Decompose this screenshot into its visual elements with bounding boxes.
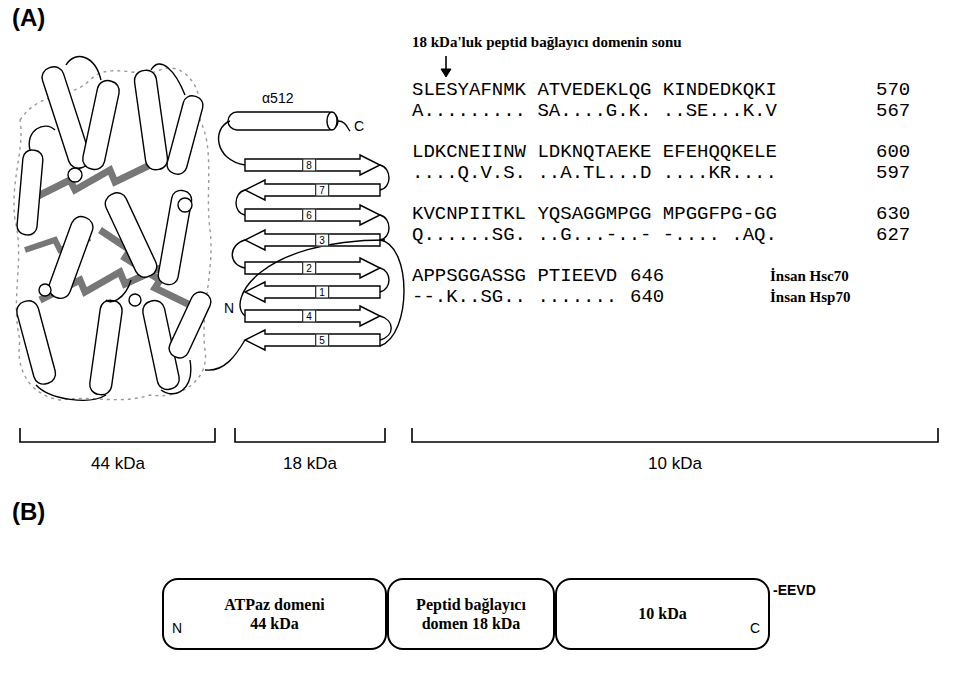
domain-box: 10 kDaC	[555, 578, 770, 650]
residue-number: 567	[876, 101, 910, 121]
atpase-domain-cartoon	[39, 284, 51, 296]
residue-number: 627	[876, 225, 910, 245]
domain-box: Peptid bağlayıcı domen 18 kDa	[387, 578, 555, 650]
atpase-domain-cartoon	[81, 79, 121, 172]
peptid-domain-cartoon	[245, 306, 380, 326]
peptid-domain-cartoon	[205, 340, 245, 370]
atpase-domain-cartoon	[157, 189, 193, 286]
peptid-domain-cartoon	[219, 121, 245, 165]
helix-label: α512	[262, 90, 293, 106]
atpase-domain-cartoon	[133, 69, 169, 171]
peptid-domain-cartoon	[205, 112, 404, 370]
sequence-row: SLESYAFNMK ATVEDEKLQG KINDEDKQKI	[412, 80, 777, 100]
domain-size: 44 kDa	[91, 454, 145, 474]
atpase-domain-cartoon	[178, 198, 192, 212]
residue-number: 600	[876, 142, 910, 162]
atpase-domain-cartoon	[88, 299, 123, 396]
peptid-domain-cartoon	[327, 112, 337, 130]
residue-number: 646	[630, 266, 664, 286]
sequence-row: ....Q.V.S. ..A.TL...D ....KR....	[412, 163, 777, 183]
atpase-domain-cartoon	[46, 214, 96, 301]
pointer-arrow	[445, 56, 447, 70]
strand-number: 1	[315, 286, 329, 299]
panel-label: (A)	[12, 4, 45, 32]
peptid-domain-cartoon	[338, 121, 350, 131]
domain-name: 10 kDa	[638, 604, 686, 623]
domain-bracket	[20, 428, 938, 442]
sequence-row: --.K..SG.. .......	[412, 287, 617, 307]
atpase-domain-cartoon	[16, 149, 43, 235]
terminus-label: N	[172, 620, 182, 636]
pointer-arrow	[441, 69, 451, 77]
domain-bracket	[20, 428, 215, 442]
domain-size: 10 kDa	[648, 454, 702, 474]
strand-number: 5	[315, 334, 329, 347]
domain-box: ATPaz domeni 44 kDaN	[162, 578, 387, 650]
strand-number: 7	[315, 184, 329, 197]
residue-number: 597	[876, 163, 910, 183]
sequence-row: APPSGGASSG PTIEEVD	[412, 266, 617, 286]
terminus-label: C	[750, 620, 760, 636]
sequence-row: Q......SG. ..G...-..- -.... .AQ.	[412, 225, 777, 245]
strand-number: 3	[315, 234, 329, 247]
residue-number: 630	[876, 204, 910, 224]
residue-number: 640	[630, 287, 664, 307]
strand-number: 4	[302, 310, 316, 323]
species-label: İnsan Hsp70	[770, 289, 850, 306]
domain-bracket	[235, 428, 385, 442]
panel-label: (B)	[12, 498, 45, 526]
sequence-row: LDKCNEIINW LDKNQTAEKE EFEHQQKELE	[412, 142, 777, 162]
species-label: İnsan Hsc70	[770, 268, 849, 285]
peptid-domain-cartoon	[232, 165, 391, 340]
atpase-domain-cartoon	[129, 294, 141, 306]
sequence-row: A......... SA....G.K. ..SE...K.V	[412, 101, 777, 121]
pointer-arrow	[441, 56, 451, 77]
residue-number: 570	[876, 80, 910, 100]
motif-label: -EEVD	[773, 582, 816, 598]
atpase-domain-cartoon	[166, 289, 214, 361]
peptid-domain-cartoon	[228, 112, 338, 130]
peptid-domain-cartoon	[245, 282, 380, 302]
peptid-domain-cartoon	[245, 230, 380, 250]
annotation: 18 kDa'luk peptid bağlayıcı domenin sonu	[412, 34, 682, 51]
peptid-domain-cartoon	[245, 180, 380, 200]
strand-number: 6	[302, 209, 316, 222]
peptid-domain-cartoon	[245, 155, 380, 175]
strand-number: 2	[302, 262, 316, 275]
atpase-domain-cartoon	[165, 94, 205, 176]
strand-number: 8	[302, 159, 316, 172]
terminus-label: N	[224, 300, 234, 316]
atpase-domain-cartoon	[14, 57, 214, 401]
peptid-domain-cartoon	[245, 258, 380, 278]
domain-bracket	[412, 428, 938, 442]
peptid-domain-cartoon	[380, 240, 404, 346]
atpase-domain-cartoon	[30, 165, 150, 200]
peptid-domain-cartoon	[245, 330, 380, 350]
atpase-domain-cartoon	[29, 57, 191, 401]
sequence-row: KVCNPIITKL YQSAGGMPGG MPGGFPG-GG	[412, 204, 777, 224]
atpase-domain-cartoon	[68, 168, 82, 182]
domain-name: Peptid bağlayıcı domen 18 kDa	[406, 595, 536, 633]
atpase-domain-cartoon	[102, 190, 160, 281]
domain-size: 18 kDa	[283, 454, 337, 474]
atpase-domain-cartoon	[15, 299, 58, 387]
terminus-label: C	[354, 118, 364, 134]
peptid-domain-cartoon	[245, 205, 380, 225]
domain-name: ATPaz domeni 44 kDa	[221, 595, 328, 633]
